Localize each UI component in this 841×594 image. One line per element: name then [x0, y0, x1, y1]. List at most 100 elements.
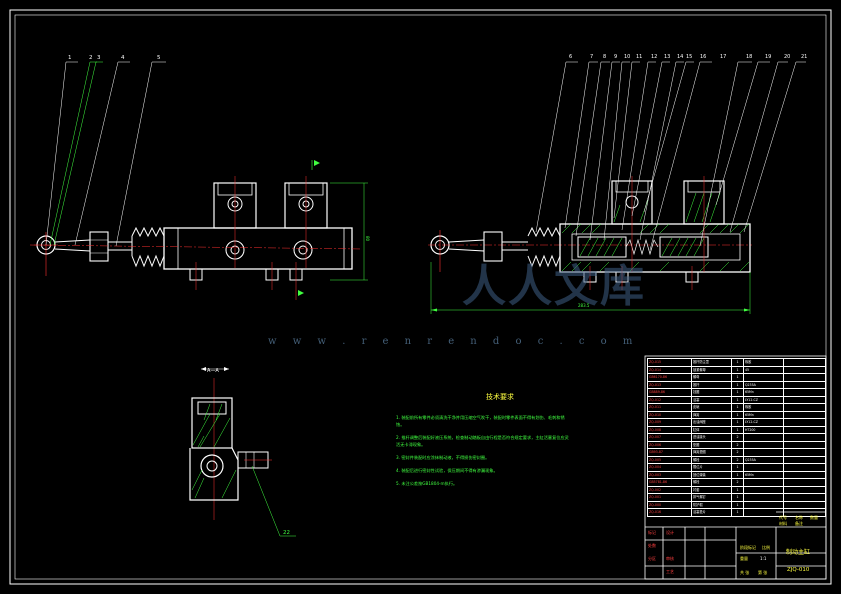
- bom-cell-code: ZQ-009: [647, 418, 692, 427]
- bom-cell-mat: [743, 485, 784, 494]
- inner-frame: [14, 14, 827, 580]
- part-number-13: 13: [664, 54, 670, 60]
- part-number-16: 16: [700, 54, 706, 60]
- bom-cell-note: [783, 433, 826, 442]
- bom-cell-qty: 1: [731, 380, 744, 389]
- leaders-right: [535, 61, 806, 251]
- bom-cell-note: [783, 388, 826, 397]
- tech-requirements-list: 1. 装配前所有零件必须清洗干净并用压缩空气吹干，装配时零件表面不得有划伤、毛刺…: [396, 414, 571, 493]
- bom-cell-qty: 2: [731, 455, 744, 464]
- bom-cell-qty: 2: [731, 478, 744, 487]
- bom-cell-name: 限位片: [691, 463, 732, 472]
- bom-cell-code: ZQ-008: [647, 425, 692, 434]
- watermark-brand: 人人文库: [462, 261, 646, 312]
- leaders-left: [45, 61, 166, 247]
- part-number-11: 11: [636, 54, 642, 60]
- bom-cell-code: ZQ-016: [647, 508, 692, 517]
- bom-cell-mat: 65Mn: [743, 388, 784, 397]
- tb-label-review: 审核: [666, 556, 674, 561]
- bom-cell-qty: 1: [731, 388, 744, 397]
- part-number-8: 8: [603, 54, 606, 60]
- bom-cell-code: ZQ-014: [647, 365, 692, 374]
- part-number-14: 14: [677, 54, 683, 60]
- bom-cell-code: ZQ-003: [647, 470, 692, 479]
- part-number-15: 15: [686, 54, 692, 60]
- bom-cell-name: 弹簧垫圈: [691, 448, 732, 457]
- bom-cell-code: ZQ-012: [647, 395, 692, 404]
- bom-cell-code: ZQ-007: [647, 433, 692, 442]
- bom-cell-name: 挡圈: [691, 388, 732, 397]
- tb-label-process: 工艺: [666, 569, 674, 574]
- bom-cell-name: 螺栓: [691, 478, 732, 487]
- bom-cell-name: 螺母: [691, 373, 732, 382]
- bom-cell-code: ZQ-000: [647, 500, 692, 509]
- bom-cell-code: ZQ-013: [647, 380, 692, 389]
- part-number-19: 19: [765, 54, 771, 60]
- tb-label-stage: 阶段标记: [740, 545, 756, 550]
- bom-cell-note: [783, 403, 826, 412]
- watermark-url: w w w . r e n r e n d o c . c o m: [268, 336, 639, 347]
- bom-cell-note: [783, 380, 826, 389]
- tech-note: 5. 未注公差按GB1804-m执行。: [396, 481, 458, 486]
- part-number-20: 20: [784, 54, 790, 60]
- bom-cell-qty: 1: [731, 373, 744, 382]
- tech-requirements-title: 技术要求: [486, 393, 514, 401]
- bom-cell-name: 防护帽: [691, 500, 732, 509]
- bom-cell-note: [783, 485, 826, 494]
- bom-cell-note: [783, 463, 826, 472]
- bom-cell-qty: 1: [731, 395, 744, 404]
- bom-cell-mat: [743, 508, 784, 517]
- bom-cell-mat: HT200: [743, 425, 784, 434]
- bom-cell-mat: [743, 448, 784, 457]
- bom-cell-mat: [743, 493, 784, 502]
- bom-cell-code: ZQ-015: [647, 358, 692, 367]
- bom-cell-mat: 橡胶: [743, 358, 784, 367]
- bom-cell-note: [783, 395, 826, 404]
- bom-cell-qty: 2: [731, 440, 744, 449]
- bom-cell-note: [783, 425, 826, 434]
- bom-cell-name: 缸体: [691, 425, 732, 434]
- front-view-external: 80: [29, 160, 370, 300]
- bom-cell-note: [783, 410, 826, 419]
- front-view-section: 283.5: [428, 176, 752, 314]
- bom-header-name: 名称: [795, 515, 803, 520]
- bom-cell-code: GB6170-86: [647, 373, 692, 382]
- part-number-3: 3: [97, 55, 101, 61]
- bom-cell-mat: Q235A: [743, 380, 784, 389]
- part-labels-right: 6 7 8 9 10 11 12 13 14 15 16 17 18 19 20…: [569, 54, 807, 60]
- bom-cell-name: 衬套: [691, 485, 732, 494]
- tb-label-sheet-no: 第 张: [758, 570, 768, 575]
- part-number-9: 9: [614, 54, 617, 60]
- part-number-18: 18: [746, 54, 752, 60]
- bom-cell-mat: [743, 463, 784, 472]
- bom-cell-qty: 1: [731, 418, 744, 427]
- bom-cell-qty: 1: [731, 410, 744, 419]
- bom-cell-note: [783, 500, 826, 509]
- bom-cell-name: 出油阀座: [691, 418, 732, 427]
- bom-cell-mat: 65Mn: [743, 410, 784, 419]
- section-title: A—A: [207, 368, 219, 374]
- part-number-1: 1: [68, 55, 72, 61]
- bom-cell-mat: [743, 433, 784, 442]
- drawing-name: 制动主缸: [786, 549, 811, 556]
- bom-cell-code: ZQ-004: [647, 463, 692, 472]
- tb-label-zone: 分区: [648, 556, 656, 561]
- bom-cell-qty: 1: [731, 403, 744, 412]
- bom-cell-note: [783, 365, 826, 374]
- part-number-21: 21: [801, 54, 807, 60]
- bom-cell-qty: 1: [731, 358, 744, 367]
